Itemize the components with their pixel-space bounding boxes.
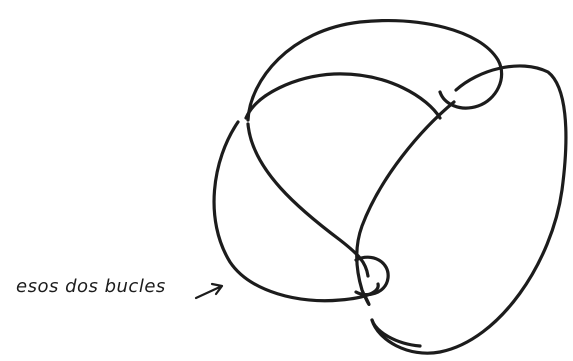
annotation-label: esos dos bucles — [16, 276, 166, 297]
arrow-icon — [196, 284, 222, 298]
knot-strand-inner-right — [357, 102, 454, 304]
knot-strand-left-sweep — [214, 122, 378, 301]
knot-strand-inner-top — [246, 74, 440, 118]
knot-strand-top-arc — [248, 21, 502, 120]
knot-strand-middle-diagonal — [248, 124, 368, 276]
